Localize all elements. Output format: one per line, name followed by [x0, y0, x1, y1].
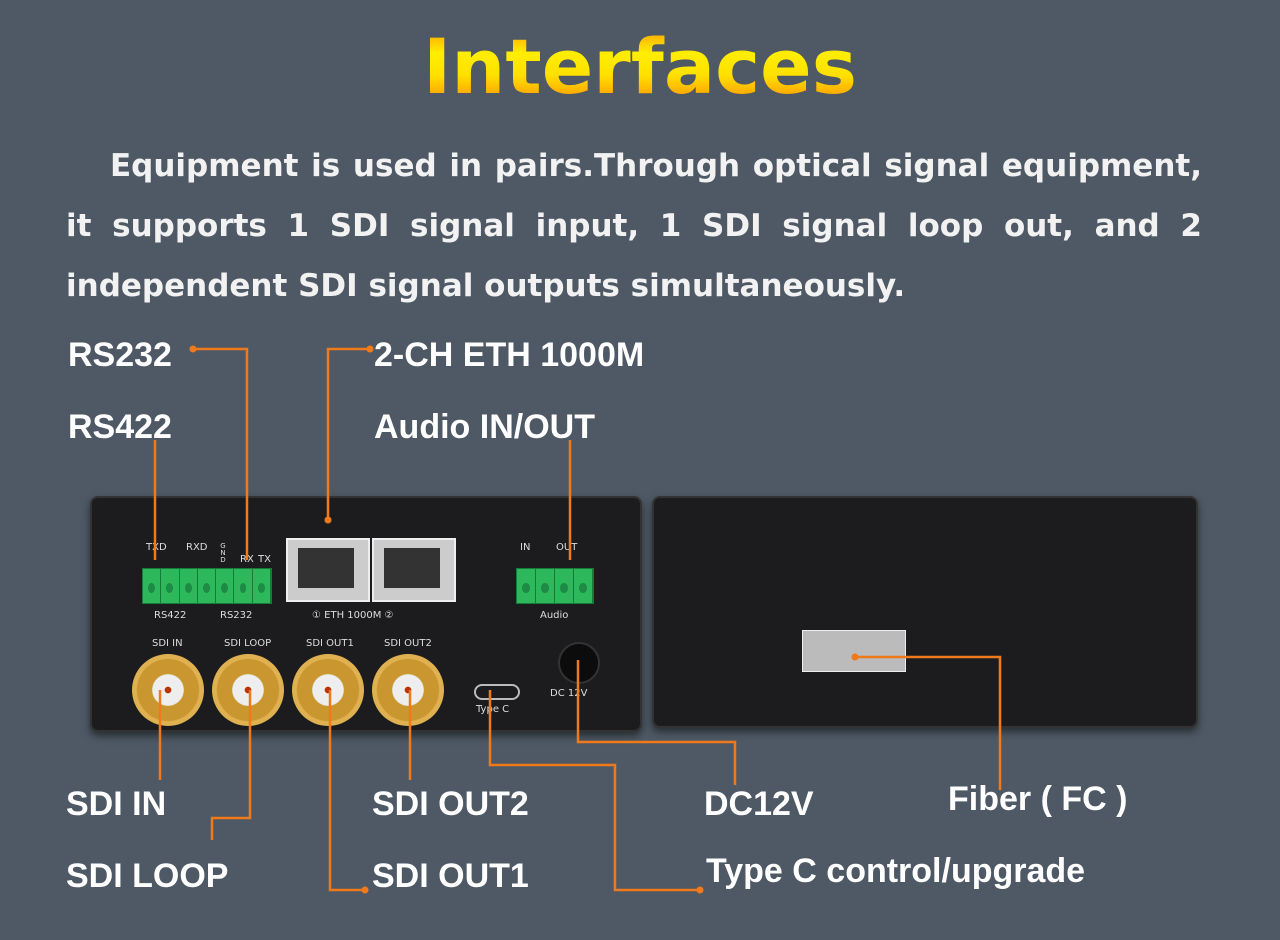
- txd-label: TXD: [146, 542, 167, 553]
- sdi-in-connector: [132, 654, 204, 726]
- eth-port-1: [286, 538, 370, 602]
- sdi-loop-panel-label: SDI LOOP: [224, 638, 272, 649]
- in-label: IN: [520, 542, 531, 553]
- callout-eth: 2-CH ETH 1000M: [374, 336, 645, 374]
- tx-label: TX: [258, 554, 271, 565]
- eth-panel-label: ① ETH 1000M ②: [312, 610, 394, 621]
- sdi-out1-connector: [292, 654, 364, 726]
- rs232-panel-label: RS232: [220, 610, 253, 621]
- rxd-label: RXD: [186, 542, 208, 553]
- audio-panel-label: Audio: [540, 610, 569, 621]
- sdi-out2-connector: [372, 654, 444, 726]
- callout-sdi-loop: SDI LOOP: [66, 857, 229, 895]
- callout-sdi-in: SDI IN: [66, 785, 167, 823]
- callout-dc12v: DC12V: [704, 785, 814, 823]
- dc-panel-label: DC 12V: [550, 688, 588, 699]
- typec-panel-label: Type C: [476, 704, 510, 715]
- sdi-out2-panel-label: SDI OUT2: [384, 638, 432, 649]
- callout-typec: Type C control/upgrade: [706, 852, 1086, 890]
- callout-rs232: RS232: [68, 336, 172, 374]
- callout-sdi-out2: SDI OUT2: [372, 785, 529, 823]
- callout-fiber: Fiber ( FC ): [948, 780, 1128, 818]
- sdi-out1-panel-label: SDI OUT1: [306, 638, 354, 649]
- callout-rs422: RS422: [68, 408, 172, 446]
- description: Equipment is used in pairs.Through optic…: [66, 148, 1202, 304]
- audio-terminal-block: [516, 568, 594, 604]
- fiber-fc-connector: [802, 630, 906, 672]
- page-title: Interfaces: [0, 22, 1280, 111]
- out-label: OUT: [556, 542, 578, 553]
- device-front-panel: TXD RXD GND RX TX RS422 RS232 ① ETH 1000…: [90, 496, 642, 732]
- sdi-loop-connector: [212, 654, 284, 726]
- typec-port: [474, 684, 520, 700]
- callout-sdi-out1: SDI OUT1: [372, 857, 529, 895]
- device-rear-panel: [652, 496, 1198, 728]
- callout-audio: Audio IN/OUT: [374, 408, 595, 446]
- serial-terminal-block: [142, 568, 272, 604]
- sdi-in-panel-label: SDI IN: [152, 638, 183, 649]
- rs422-panel-label: RS422: [154, 610, 187, 621]
- eth-port-2: [372, 538, 456, 602]
- gnd-label: GND: [219, 542, 227, 563]
